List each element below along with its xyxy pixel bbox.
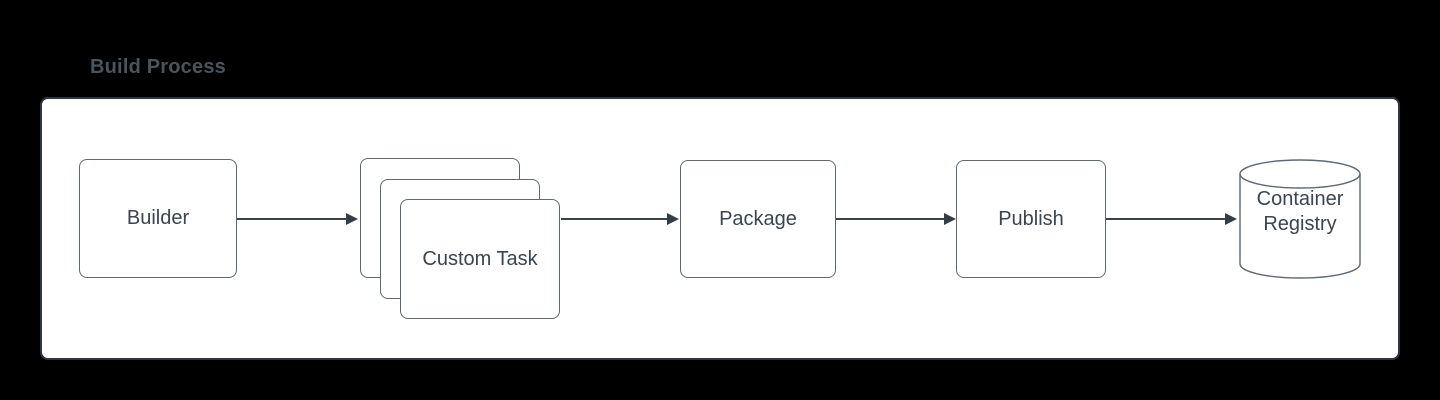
node-builder[interactable]: Builder — [79, 159, 237, 278]
arrowhead-icon — [1225, 213, 1237, 225]
node-publish[interactable]: Publish — [956, 160, 1106, 278]
node-package[interactable]: Package — [680, 160, 836, 278]
node-publish-label: Publish — [998, 207, 1064, 230]
node-custom-task-card-front[interactable]: Custom Task — [400, 199, 560, 319]
node-builder-label: Builder — [126, 207, 190, 229]
node-container-registry[interactable]: Container Registry — [1239, 159, 1361, 279]
connector-custom-task-to-package[interactable] — [561, 213, 679, 225]
diagram-title: Build Process — [90, 56, 226, 78]
arrowhead-icon — [667, 213, 679, 225]
node-container-registry-label: Container Registry — [1256, 188, 1344, 235]
connector-builder-to-custom-task[interactable] — [237, 213, 358, 225]
node-custom-task-label: Custom Task — [422, 247, 538, 270]
cylinder-shape-icon — [1239, 159, 1361, 279]
connector-package-to-publish[interactable] — [836, 213, 956, 225]
arrowhead-icon — [346, 213, 358, 225]
arrowhead-icon — [944, 213, 956, 225]
connector-publish-to-container-registry[interactable] — [1106, 213, 1237, 225]
node-package-label: Package — [719, 207, 797, 230]
